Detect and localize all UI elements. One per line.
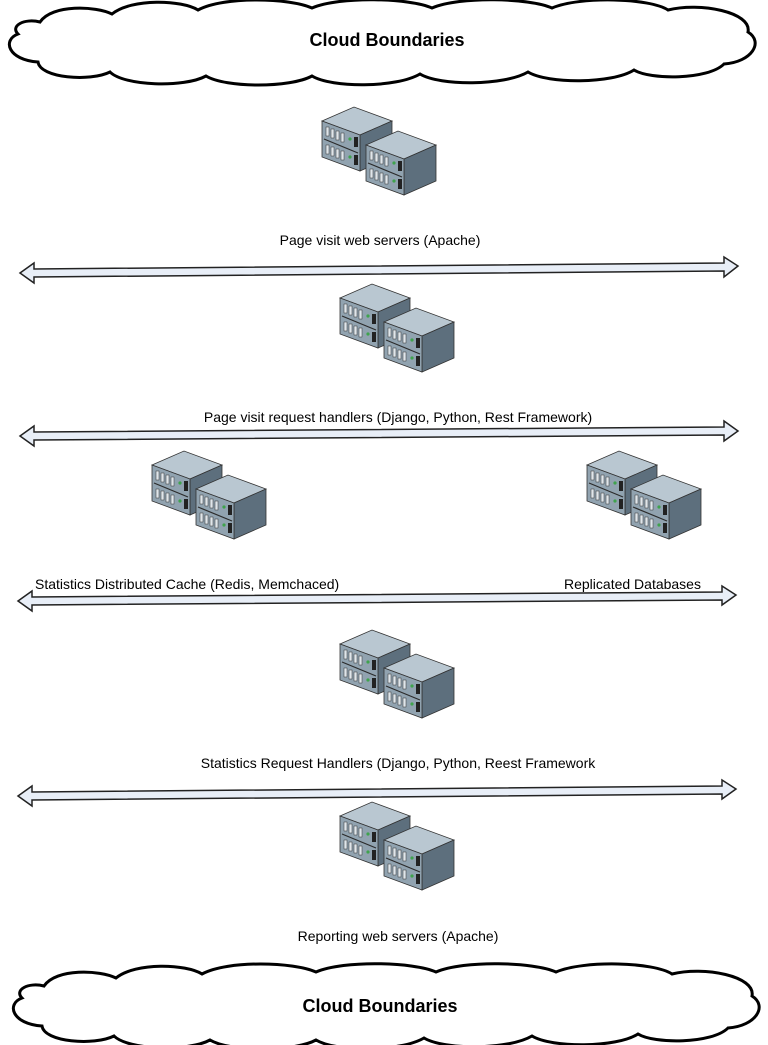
server-rack-icon [340, 284, 454, 372]
statistics-request-handlers-label: Statistics Request Handlers (Django, Pyt… [200, 755, 596, 771]
page-visit-web-servers-label: Page visit web servers (Apache) [279, 232, 481, 248]
arrow-1 [18, 255, 740, 285]
cloud-boundaries-top-label: Cloud Boundaries [309, 30, 465, 50]
arrow-2 [18, 419, 740, 448]
server-rack-icon [340, 630, 454, 718]
server-rack-icon [152, 451, 266, 539]
cloud-top-shape [7, 0, 757, 87]
cloud-bottom-shape [11, 962, 761, 1045]
arrow-4 [16, 778, 738, 808]
server-rack-icon [587, 451, 701, 539]
server-rack-icon [340, 802, 454, 890]
statistics-cache-label: Statistics Distributed Cache (Redis, Mem… [35, 576, 340, 592]
server-rack-icon [322, 107, 436, 195]
cloud-boundaries-bottom-label: Cloud Boundaries [302, 996, 458, 1016]
replicated-databases-label: Replicated Databases [564, 576, 701, 592]
reporting-web-servers-label: Reporting web servers (Apache) [297, 928, 499, 944]
arrow-3 [16, 584, 738, 613]
page-visit-request-handlers-label: Page visit request handlers (Django, Pyt… [203, 409, 593, 425]
